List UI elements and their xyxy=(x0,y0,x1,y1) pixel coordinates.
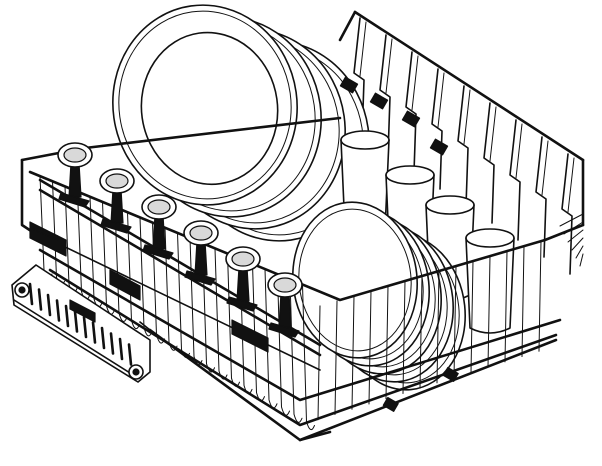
cup-holder xyxy=(99,168,135,234)
basket-wheel-hub-icon xyxy=(132,368,140,376)
cup-holder xyxy=(225,246,261,312)
cup-holder xyxy=(183,220,219,286)
rack-tine xyxy=(483,102,495,224)
side-clips xyxy=(29,221,269,353)
cup-holder xyxy=(267,272,303,338)
rack-tine xyxy=(561,153,573,275)
cup-holder xyxy=(57,142,93,208)
cup-holder-rail xyxy=(29,142,322,371)
rack-clips xyxy=(339,76,459,412)
cup-holder xyxy=(141,194,177,260)
large-plate xyxy=(112,4,298,206)
rack-tine xyxy=(431,68,443,190)
cup xyxy=(465,228,515,334)
rack-tine xyxy=(457,85,469,207)
basket-wheel-hub-icon xyxy=(18,286,26,294)
rack-tine xyxy=(535,136,547,258)
small-plates xyxy=(292,201,466,391)
cutlery-basket xyxy=(11,264,151,383)
rack-tine xyxy=(405,51,417,173)
back-wire-tines xyxy=(338,10,585,275)
rack-tine xyxy=(379,34,391,156)
rack-tine xyxy=(509,119,521,241)
